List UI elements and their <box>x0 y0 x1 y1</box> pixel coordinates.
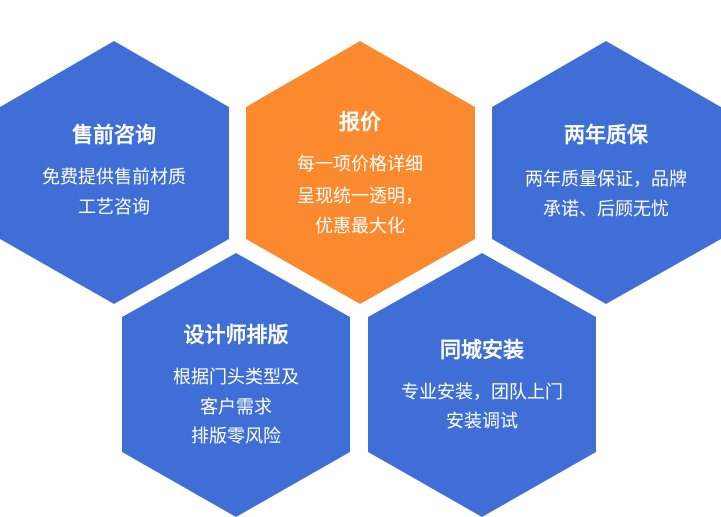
card-line: 客户需求 <box>200 397 272 418</box>
hexagon-presale-consult <box>0 41 229 304</box>
card-title-warranty: 两年质保 <box>564 123 648 147</box>
card-line: 排版零风险 <box>191 426 281 447</box>
card-line: 优惠最大化 <box>315 216 405 237</box>
card-title-quote: 报价 <box>339 110 381 134</box>
card-title-installation: 同城安装 <box>440 338 524 362</box>
card-line: 每一项价格详细 <box>297 154 423 175</box>
card-title-presale: 售前咨询 <box>72 123 156 147</box>
hexagon-quote <box>246 41 475 304</box>
hexagon-designer-layout <box>122 253 350 517</box>
card-line: 免费提供售前材质 <box>42 167 186 188</box>
card-line: 两年质量保证，品牌 <box>525 169 687 190</box>
card-line: 承诺、后顾无忧 <box>543 199 669 220</box>
card-line: 工艺咨询 <box>78 197 150 218</box>
card-line: 呈现统一透明， <box>297 186 423 207</box>
card-line: 安装调试 <box>446 411 518 432</box>
card-title-designer: 设计师排版 <box>183 323 289 347</box>
hexagon-installation <box>368 253 596 517</box>
card-line: 根据门头类型及 <box>173 367 299 388</box>
hexagon-warranty <box>492 41 721 304</box>
card-line: 专业安装，团队上门 <box>401 382 563 403</box>
